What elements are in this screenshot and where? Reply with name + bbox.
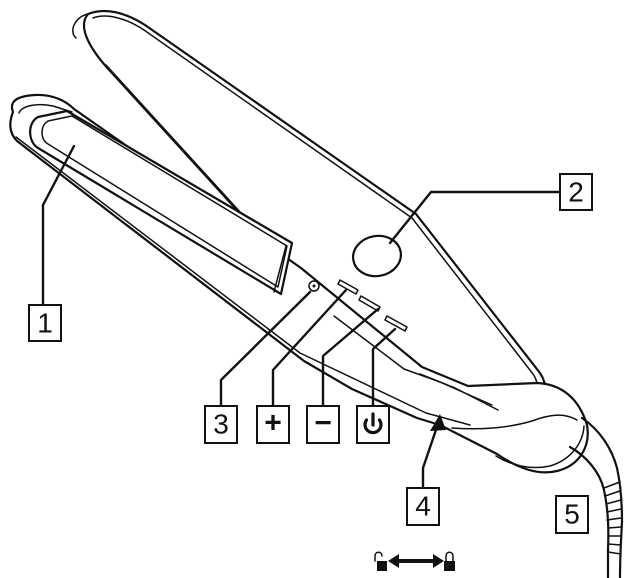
minus-button-box[interactable] <box>306 405 340 444</box>
double-arrow-icon <box>388 554 444 568</box>
cord-inner <box>568 445 610 578</box>
cord-coil-9 <box>607 551 622 555</box>
lower-arm-plate-inner <box>41 115 288 288</box>
minus-button-label: − <box>314 407 332 440</box>
power-icon <box>363 412 383 435</box>
leader-line-1 <box>41 144 76 307</box>
lower-arm-side-line-2 <box>419 373 499 411</box>
lock-icon <box>444 551 455 571</box>
leader-line-4 <box>421 416 442 490</box>
plus-button-label: + <box>264 407 282 440</box>
callout-3: 3 <box>204 405 238 444</box>
callout-4: 4 <box>406 487 440 526</box>
cord-coil-8 <box>607 543 622 546</box>
leader-line-power <box>371 327 397 408</box>
upper-arm-tip <box>72 13 89 39</box>
callout-5: 5 <box>555 495 589 534</box>
callout-power <box>356 405 390 444</box>
callout-label-5: 5 <box>564 499 580 530</box>
cord-outer <box>580 416 624 578</box>
plus-button-box[interactable] <box>256 405 290 444</box>
lower-arm-plate-divider <box>273 245 287 293</box>
callout-label-1: 1 <box>37 308 53 339</box>
cord <box>568 416 624 578</box>
plus-control-slot[interactable] <box>337 279 359 295</box>
power-control-slot[interactable] <box>384 315 408 332</box>
callout-2: 2 <box>559 173 593 211</box>
callout-box-5 <box>555 495 589 534</box>
callout-plus: + <box>256 405 290 444</box>
callout-label-2: 2 <box>568 177 584 208</box>
straightener-illustration <box>9 9 624 578</box>
leader-line-2 <box>388 190 562 245</box>
display-window <box>352 234 402 278</box>
unlock-icon <box>374 551 387 571</box>
leader-line-minus <box>321 307 380 408</box>
lower-arm-plate-outline <box>29 109 294 296</box>
minus-control-slot[interactable] <box>358 295 381 312</box>
callout-label-4: 4 <box>415 491 431 522</box>
callout-box-3 <box>204 405 238 444</box>
callout-1: 1 <box>28 304 62 342</box>
leader-line-3 <box>219 290 312 408</box>
cord-coil-6 <box>607 526 622 529</box>
handle-bottom-curve <box>495 425 585 469</box>
leader-arrowhead-4 <box>430 414 446 431</box>
lower-arm-bottom-line <box>15 136 471 426</box>
callout-label-3: 3 <box>213 409 229 440</box>
handle-curve <box>451 414 578 430</box>
indicator-light-center <box>312 284 316 288</box>
callout-box-1 <box>28 304 62 342</box>
leader-line-plus <box>271 288 348 408</box>
callout-box-4 <box>406 487 440 526</box>
lower-arm-top-edge <box>18 103 73 114</box>
leader-lines <box>41 144 562 490</box>
cord-coil-5 <box>606 517 622 521</box>
cord-coil-1 <box>603 481 621 489</box>
control-buttons <box>337 279 408 332</box>
callout-box-2 <box>559 173 593 211</box>
cord-coil-4 <box>606 508 622 513</box>
cord-coil-3 <box>605 499 622 505</box>
callout-minus: − <box>306 405 340 444</box>
cord-coil-2 <box>604 490 621 497</box>
lock-slider-symbols <box>374 551 455 571</box>
